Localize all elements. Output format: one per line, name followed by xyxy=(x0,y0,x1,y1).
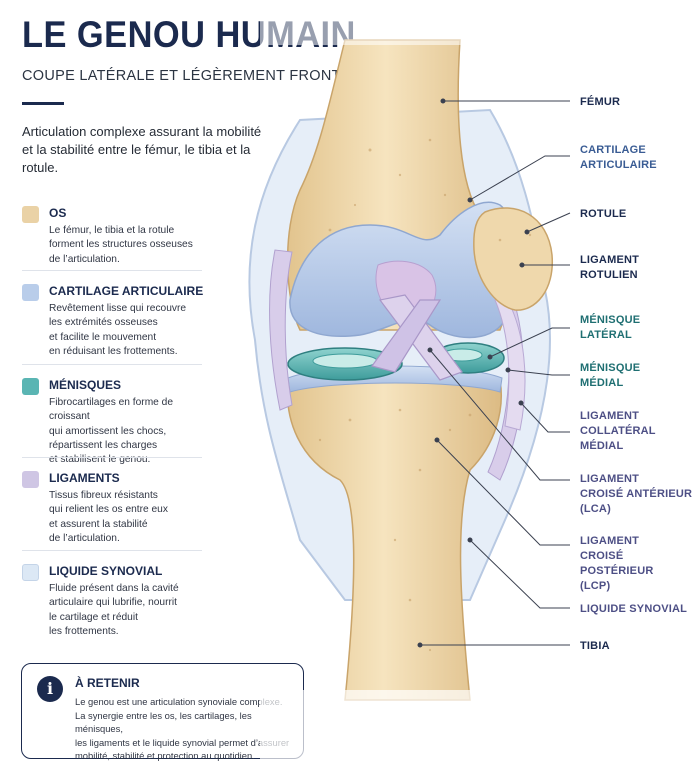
title-rule xyxy=(22,102,64,105)
label-menisque-lateral: MÉNISQUE LATÉRAL xyxy=(580,314,641,341)
info-icon: i xyxy=(37,676,63,702)
retain-box: i À RETENIR Le genou est une articulatio… xyxy=(21,663,304,761)
legend-description: Fibrocartilages en forme de croissant qu… xyxy=(49,397,174,466)
legend-item-liquide: LIQUIDE SYNOVIAL Fluide présent dans la … xyxy=(22,563,204,637)
legend-divider xyxy=(22,550,202,551)
retain-title: À RETENIR xyxy=(75,676,140,690)
legend-description: Tissus fibreux résistants qui relient le… xyxy=(49,490,168,544)
label-lcp: LIGAMENT CROISÉ POSTÉRIEUR (LCP) xyxy=(580,535,654,592)
label-liquide-synovial: LIQUIDE SYNOVIAL xyxy=(580,603,688,615)
legend-title: LIGAMENTS xyxy=(49,471,120,485)
label-rotule: ROTULE xyxy=(580,208,627,220)
label-ligament-rotulien: LIGAMENT ROTULIEN xyxy=(580,254,640,281)
legend-title: MÉNISQUES xyxy=(49,378,122,392)
legend-title: LIQUIDE SYNOVIAL xyxy=(49,564,163,578)
legend-divider xyxy=(22,270,202,271)
legend-title: OS xyxy=(49,206,67,220)
legend-description: Revêtement lisse qui recouvre les extrém… xyxy=(49,303,187,357)
legend-item-os: OS Le fémur, le tibia et la rotule forme… xyxy=(22,205,204,265)
label-femur: FÉMUR xyxy=(580,96,621,108)
legend-title: CARTILAGE ARTICULAIRE xyxy=(49,284,204,298)
label-tibia: TIBIA xyxy=(580,640,610,652)
legend-divider xyxy=(22,364,202,365)
leader-lines xyxy=(417,98,571,648)
cartilage-swatch xyxy=(22,284,39,301)
legend-item-ligaments: LIGAMENTS Tissus fibreux résistants qui … xyxy=(22,470,204,544)
legend-description: Le fémur, le tibia et la rotule forment … xyxy=(49,225,193,265)
ligaments-swatch xyxy=(22,471,39,488)
os-swatch xyxy=(22,206,39,223)
patellar-ligament xyxy=(494,294,526,431)
label-menisque-medial: MÉNISQUE MÉDIAL xyxy=(580,362,641,389)
label-cartilage: CARTILAGE ARTICULAIRE xyxy=(580,144,657,171)
page-subtitle: COUPE LATÉRALE ET LÉGÈREMENT FRONTALE xyxy=(22,68,369,84)
legend-item-cartilage: CARTILAGE ARTICULAIRE Revêtement lisse q… xyxy=(22,283,204,357)
bone-texture xyxy=(318,138,532,652)
menisques-swatch xyxy=(22,378,39,395)
cruciate-ligaments xyxy=(370,294,463,381)
liquide-swatch xyxy=(22,564,39,581)
label-lca: LIGAMENT CROISÉ ANTÉRIEUR (LCA) xyxy=(580,473,693,515)
label-ligament-collateral: LIGAMENT COLLATÉRAL MÉDIAL xyxy=(580,410,656,452)
legend-divider xyxy=(22,457,202,458)
legend-description: Fluide présent dans la cavité articulair… xyxy=(49,583,179,637)
intro-text: Articulation complexe assurant la mobili… xyxy=(22,124,262,175)
legend-item-menisques: MÉNISQUES Fibrocartilages en forme de cr… xyxy=(22,377,204,465)
patella-bone xyxy=(473,207,553,311)
